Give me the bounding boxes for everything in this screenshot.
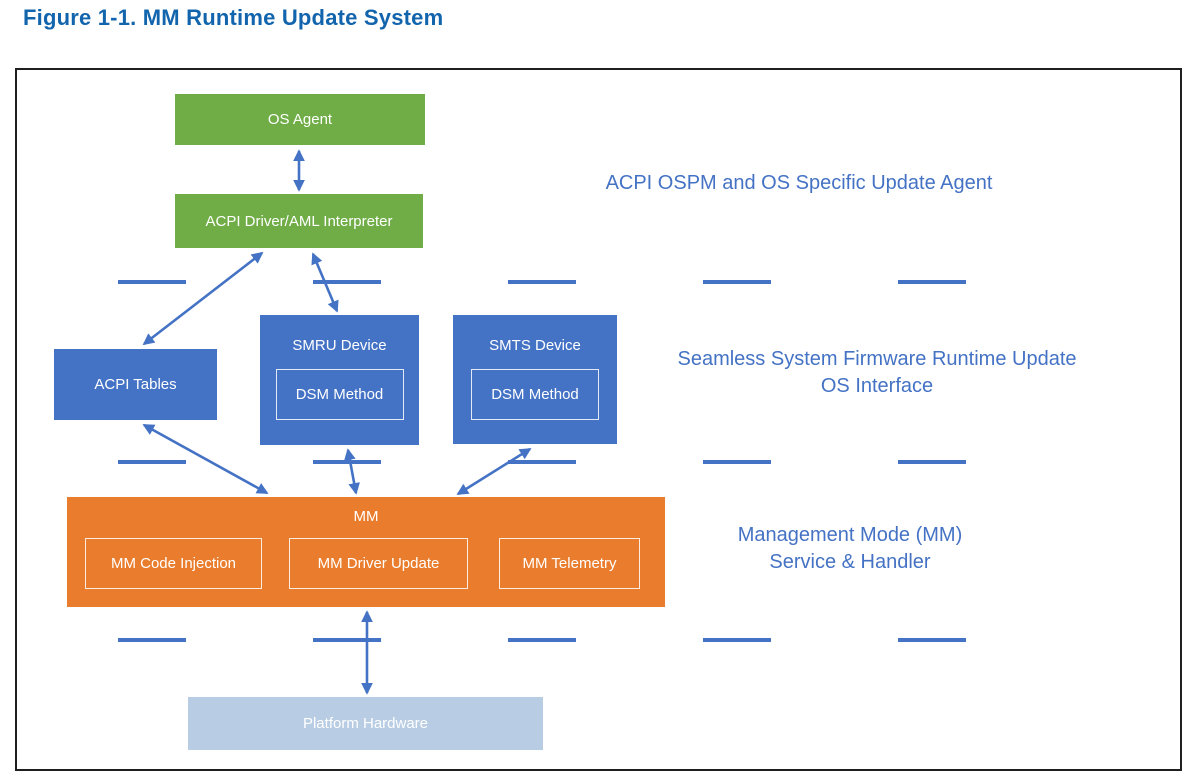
smru-device-title: SMRU Device (292, 337, 387, 354)
diagram-frame: OS Agent ACPI Driver/AML Interpreter ACP… (15, 68, 1182, 771)
acpi-driver-aml-interpreter-box: ACPI Driver/AML Interpreter (175, 194, 423, 248)
smru-dsm-method-box: DSM Method (275, 369, 404, 420)
smts-device-box: SMTS Device DSM Method (453, 315, 617, 444)
figure-title: Figure 1-1. MM Runtime Update System (23, 5, 444, 30)
mm-title: MM (353, 508, 379, 525)
arrow-acpi-tables-mm (142, 423, 269, 495)
smru-device-box: SMRU Device DSM Method (260, 315, 419, 445)
dashed-separator-top (118, 280, 966, 284)
arrow-smts-device-mm (456, 447, 532, 496)
arrow-smru-device-mm (344, 448, 360, 495)
mm-code-injection-box: MM Code Injection (85, 538, 262, 589)
mm-driver-update-box: MM Driver Update (289, 538, 468, 589)
label-os-layer: ACPI OSPM and OS Specific Update Agent (605, 172, 993, 194)
label-interface-layer-line1: Seamless System Firmware Runtime Update (677, 348, 1077, 370)
smts-device-title: SMTS Device (489, 337, 581, 354)
label-mm-layer-line2: Service & Handler (769, 551, 931, 573)
mm-box: MM MM Code Injection MM Driver Update MM… (67, 497, 665, 607)
label-mm-layer-line1: Management Mode (MM) (737, 524, 963, 546)
label-mm-layer: Management Mode (MM) Service & Handler (650, 522, 1050, 576)
arrow-acpi-driver-acpi-tables (142, 251, 264, 346)
smts-dsm-method-box: DSM Method (471, 369, 599, 420)
dashed-separator-bottom (118, 638, 966, 642)
os-agent-box: OS Agent (175, 94, 425, 145)
dashed-separator-middle (118, 460, 966, 464)
acpi-tables-box: ACPI Tables (54, 349, 217, 420)
mm-telemetry-box: MM Telemetry (499, 538, 640, 589)
platform-hardware-box: Platform Hardware (188, 697, 543, 750)
label-interface-layer: Seamless System Firmware Runtime Update … (637, 346, 1117, 400)
label-interface-layer-line2: OS Interface (820, 375, 934, 397)
